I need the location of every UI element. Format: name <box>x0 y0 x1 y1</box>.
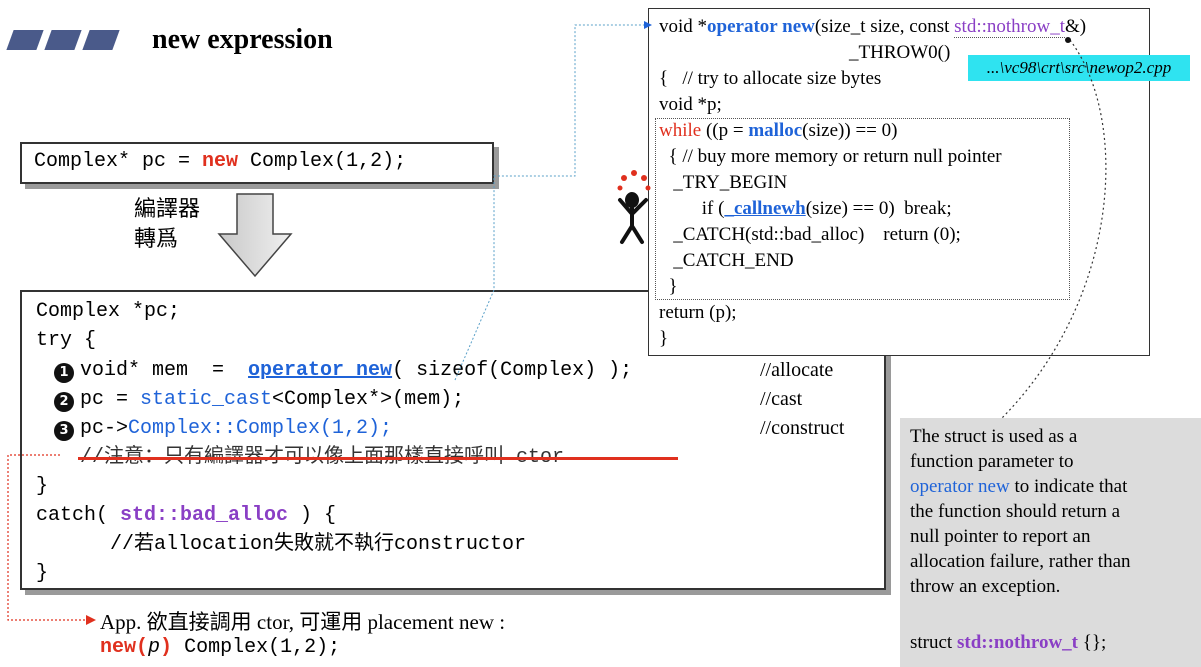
while-loop-highlight <box>655 118 1070 300</box>
juggler-icon <box>617 170 651 244</box>
code-line-while: while ((p = malloc(size)) == 0) <box>659 120 898 141</box>
expression-code: Complex* pc = new Complex(1,2); <box>34 150 407 173</box>
code-line-signature: void *operator new(size_t size, const st… <box>659 16 1087 38</box>
code-line: _THROW0() <box>849 42 951 63</box>
code-line-construct: pc->Complex::Complex(1,2); <box>80 417 393 440</box>
struct-declaration: struct std::nothrow_t {}; <box>910 632 1107 653</box>
code-line: } <box>36 475 49 498</box>
step-marker-1: 1 <box>54 363 74 383</box>
step-marker-2: 2 <box>54 392 74 412</box>
code-line: { // try to allocate size bytes <box>659 68 882 89</box>
code-line: } <box>659 328 669 349</box>
comment-construct: //construct <box>760 417 845 439</box>
code-line: _TRY_BEGIN <box>659 172 788 193</box>
page-title: new expression <box>152 24 333 55</box>
expression-box: Complex* pc = new Complex(1,2); <box>20 142 494 184</box>
code-line: return (p); <box>659 302 737 323</box>
note-line: allocation failure, rather than <box>910 551 1131 572</box>
nothrow-explanation-note: The struct is used as a function paramet… <box>900 418 1201 667</box>
down-arrow-icon <box>217 193 293 278</box>
code-line: } <box>659 276 678 297</box>
code-line: void *p; <box>659 94 722 115</box>
note-line: null pointer to report an <box>910 526 1091 547</box>
strikethrough-line <box>78 457 678 460</box>
compiler-label: 編譯器 轉爲 <box>134 196 201 251</box>
code-line: try { <box>36 329 97 352</box>
comment-allocate: //allocate <box>760 359 834 381</box>
note-line: function parameter to <box>910 451 1074 472</box>
translated-code-box: Complex *pc; try { 1 void* mem = operato… <box>20 290 886 590</box>
note-line: The struct is used as a <box>910 426 1078 447</box>
code-line: _CATCH_END <box>659 250 794 271</box>
code-line: Complex *pc; <box>36 300 181 323</box>
code-line: _CATCH(std::bad_alloc) return (0); <box>659 224 961 245</box>
placement-new-code: new(p) Complex(1,2); <box>100 636 341 659</box>
code-line: } <box>36 562 49 585</box>
code-line-catch: catch( std::bad_alloc ) { <box>36 504 337 527</box>
placement-new-note: App. 欲直接調用 ctor, 可運用 placement new : <box>100 610 506 634</box>
note-line: operator new to indicate that <box>910 476 1128 497</box>
step-marker-3: 3 <box>54 421 74 441</box>
code-line: { // buy more memory or return null poin… <box>659 146 1002 167</box>
code-line-callnewh: if (_callnewh(size) == 0) break; <box>659 198 952 219</box>
code-comment-catch: //若allocation失敗就不執行constructor <box>110 533 527 556</box>
code-line-cast: pc = static_cast<Complex*>(mem); <box>80 388 465 411</box>
comment-cast: //cast <box>760 388 803 410</box>
code-line-allocate: void* mem = operator new( sizeof(Complex… <box>80 359 633 382</box>
note-line: the function should return a <box>910 501 1121 522</box>
source-file-label: ...\vc98\crt\src\newop2.cpp <box>968 55 1190 81</box>
note-line: throw an exception. <box>910 576 1061 597</box>
